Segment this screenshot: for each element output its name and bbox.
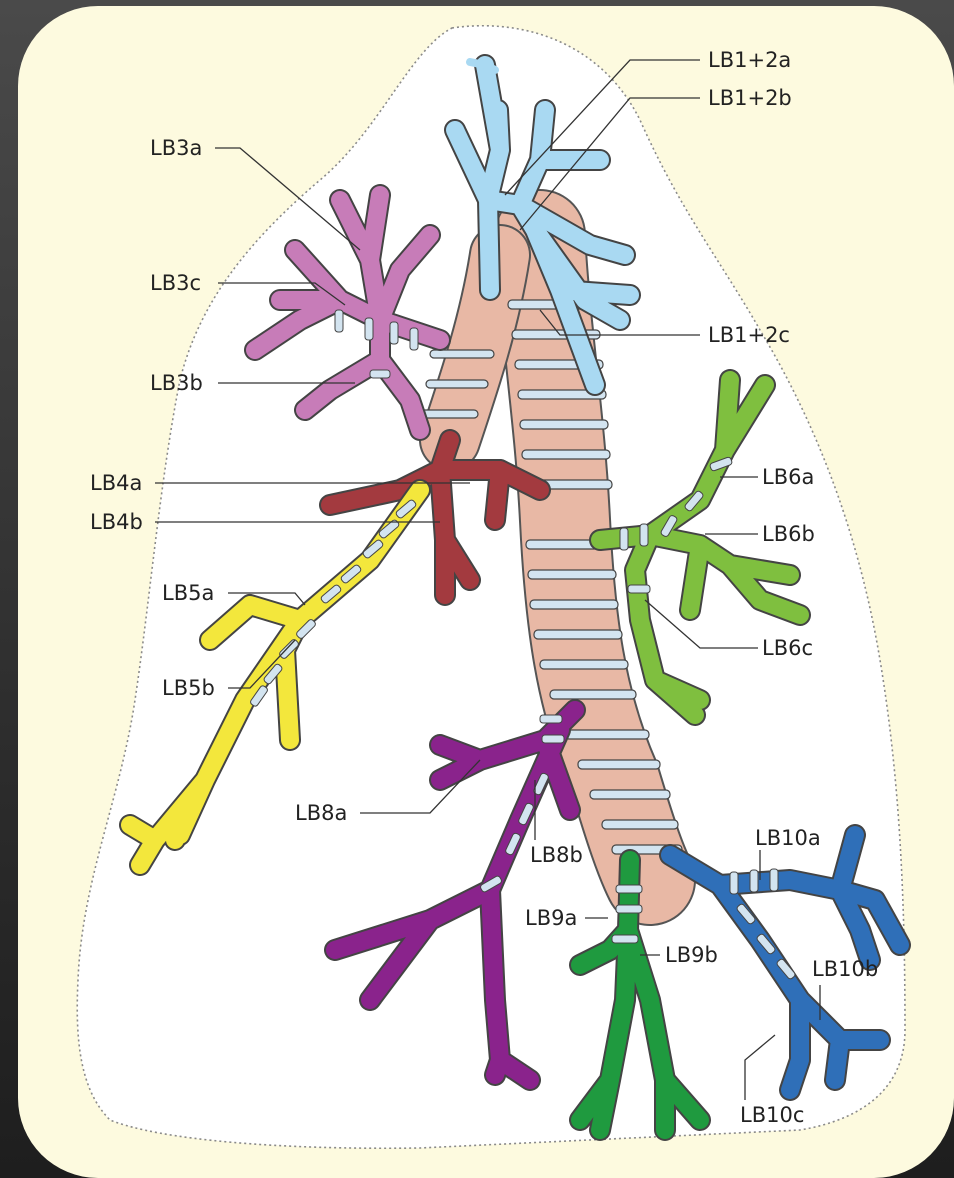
label-lb6c: LB6c <box>762 636 813 660</box>
label-lb9b: LB9b <box>665 943 718 967</box>
label-lb6b: LB6b <box>762 522 815 546</box>
label-lb10b: LB10b <box>812 957 878 981</box>
label-lb8a: LB8a <box>295 801 347 825</box>
label-lb3b: LB3b <box>150 371 203 395</box>
label-lb5a: LB5a <box>162 581 214 605</box>
label-lb4b: LB4b <box>90 510 143 534</box>
label-lb8b: LB8b <box>530 843 583 867</box>
label-lb9a: LB9a <box>525 906 577 930</box>
label-lb3c: LB3c <box>150 271 201 295</box>
label-lb10a: LB10a <box>755 826 821 850</box>
label-lb6a: LB6a <box>762 465 814 489</box>
label-lb10c: LB10c <box>740 1103 804 1127</box>
label-lb1-2a: LB1+2a <box>708 48 791 72</box>
label-lb3a: LB3a <box>150 136 202 160</box>
label-lb1-2b: LB1+2b <box>708 86 792 110</box>
label-lb4a: LB4a <box>90 471 142 495</box>
label-lb5b: LB5b <box>162 676 215 700</box>
label-lb1-2c: LB1+2c <box>708 323 790 347</box>
